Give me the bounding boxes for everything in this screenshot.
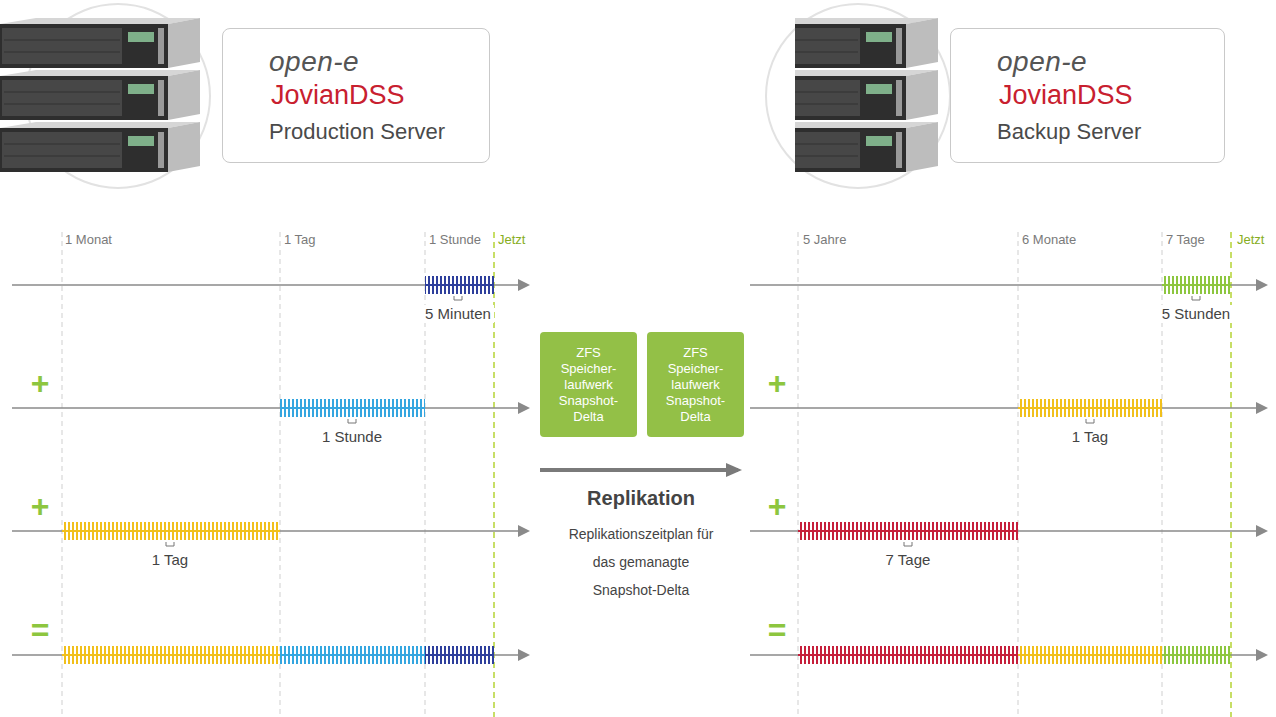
snapshot-delta-box: ZFS Speicher- laufwerk Snapshot- Delta [540,332,637,437]
time-mark: 1 Tag [284,232,316,248]
time-axes [12,285,1266,655]
snapshot-band [425,646,494,664]
interval-bracket [348,419,356,423]
snapshot-band [798,654,1018,656]
time-guide [798,232,799,717]
interval-bracket [166,542,174,546]
server-stack [0,18,200,172]
snapshot-band [425,276,494,294]
time-axis [12,284,528,286]
snapshot-band [280,646,425,664]
server-role: Backup Server [997,117,1210,147]
equals-sign: = [31,614,50,646]
interval-label: 5 Stunden [1159,305,1233,323]
time-mark: 5 Jahre [803,232,846,248]
server-label-box: open-eJovianDSS Production Server [222,28,490,163]
now-mark: Jetzt [1237,232,1264,248]
time-guides [62,232,1162,717]
plus-sign: + [768,490,787,522]
replication-note: Replikationszeitplan für das gemanagte S… [561,520,721,604]
interval-bracket [904,542,912,546]
time-axis [750,284,1266,286]
equals-sign: = [768,614,787,646]
snapshot-band [62,522,280,540]
snapshot-band [798,530,1018,532]
interval-label: 7 Tage [883,551,934,569]
snapshot-band [280,654,425,656]
interval-bracket [1192,296,1200,300]
snapshot-band [62,530,280,532]
now-guides [494,232,1231,717]
time-axis [12,407,528,409]
brand-name: open-e [997,45,1210,79]
time-mark: 7 Tage [1166,232,1205,248]
snapshot-band [280,399,425,417]
snapshot-band [798,522,1018,540]
time-guide [1018,232,1019,717]
time-guide [280,232,281,717]
plus-sign: + [31,490,50,522]
plus-sign: + [31,367,50,399]
box-text: ZFS Speicher- laufwerk Snapshot- Delta [657,345,734,425]
time-guide [62,232,63,717]
interval-label: 1 Tag [149,551,191,569]
snapshot-band [425,654,494,656]
snapshot-delta-box: ZFS Speicher- laufwerk Snapshot- Delta [647,332,744,437]
interval-bracket [1086,419,1094,423]
brand-name: open-e [269,45,475,79]
snapshot-band [1162,654,1231,656]
replication-arrow [540,468,738,472]
interval-bracket [454,296,462,300]
product-name: JovianDSS [271,79,475,111]
snapshot-band [62,654,280,656]
time-mark: 1 Stunde [429,232,481,248]
now-mark: Jetzt [498,232,525,248]
time-mark: 1 Monat [65,232,112,248]
product-name: JovianDSS [999,79,1210,111]
server-label-box: open-eJovianDSS Backup Server [950,28,1225,163]
snapshot-band [1018,407,1162,409]
snapshot-band [1162,646,1231,664]
time-axis [750,654,1266,656]
time-axis [750,407,1266,409]
snapshot-band [1018,399,1162,417]
snapshot-band [62,646,280,664]
server-stack-clip [795,18,938,172]
snapshot-band [1018,654,1162,656]
time-axis [12,530,528,532]
plus-sign: + [768,367,787,399]
snapshot-band [1162,276,1231,294]
snapshot-band [1018,646,1162,664]
interval-brackets [166,296,1200,546]
snapshot-band [798,646,1018,664]
snapshot-band [280,407,425,409]
server-role: Production Server [269,117,475,147]
time-axis [750,530,1266,532]
box-text: ZFS Speicher- laufwerk Snapshot- Delta [550,345,627,425]
snapshot-band [425,284,494,286]
interval-label: 5 Minuten [422,305,494,323]
server-stack [795,18,938,172]
snapshot-band [1162,284,1231,286]
replication-title: Replikation [587,486,695,510]
interval-label: 1 Tag [1069,428,1111,446]
time-axis [12,654,528,656]
interval-label: 1 Stunde [319,428,385,446]
time-mark: 6 Monate [1022,232,1076,248]
